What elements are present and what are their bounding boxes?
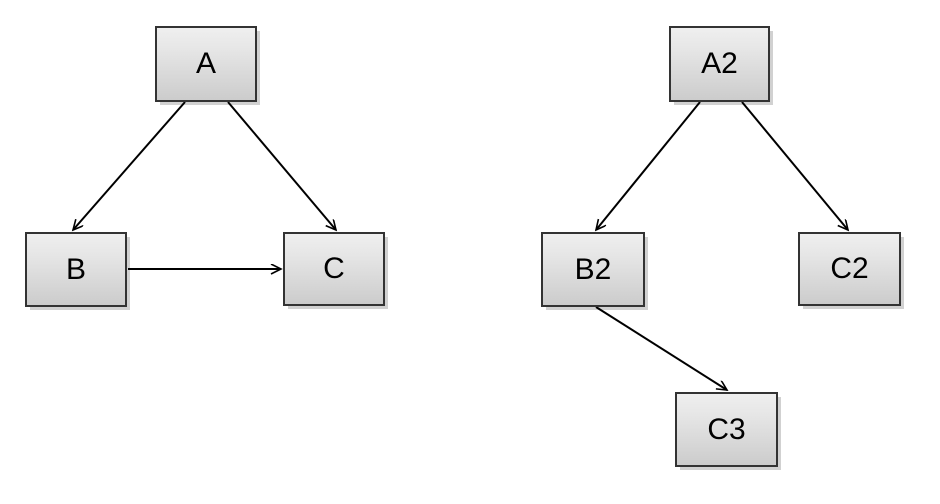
- edge-a-to-b: [73, 101, 186, 230]
- node-label-b2: B2: [574, 252, 612, 286]
- node-c3[interactable]: C3: [675, 392, 778, 467]
- edges-group: [73, 101, 848, 390]
- node-label-c2: C2: [830, 252, 869, 285]
- edge-a-to-c: [227, 101, 336, 230]
- node-label-a: A: [195, 47, 216, 80]
- node-label-c3: C3: [707, 412, 746, 446]
- edge-b2-to-c3: [595, 306, 727, 390]
- edge-a2-to-b2: [596, 101, 701, 230]
- node-label-c: C: [323, 252, 345, 285]
- edge-a2-to-c2: [741, 101, 848, 230]
- node-c[interactable]: C: [283, 232, 385, 306]
- node-c2[interactable]: C2: [798, 232, 901, 306]
- node-b2[interactable]: B2: [541, 232, 645, 307]
- node-b[interactable]: B: [25, 232, 127, 307]
- node-a[interactable]: A: [155, 26, 257, 102]
- node-label-b: B: [65, 252, 86, 286]
- node-a2[interactable]: A2: [669, 26, 770, 102]
- node-label-a2: A2: [701, 47, 738, 80]
